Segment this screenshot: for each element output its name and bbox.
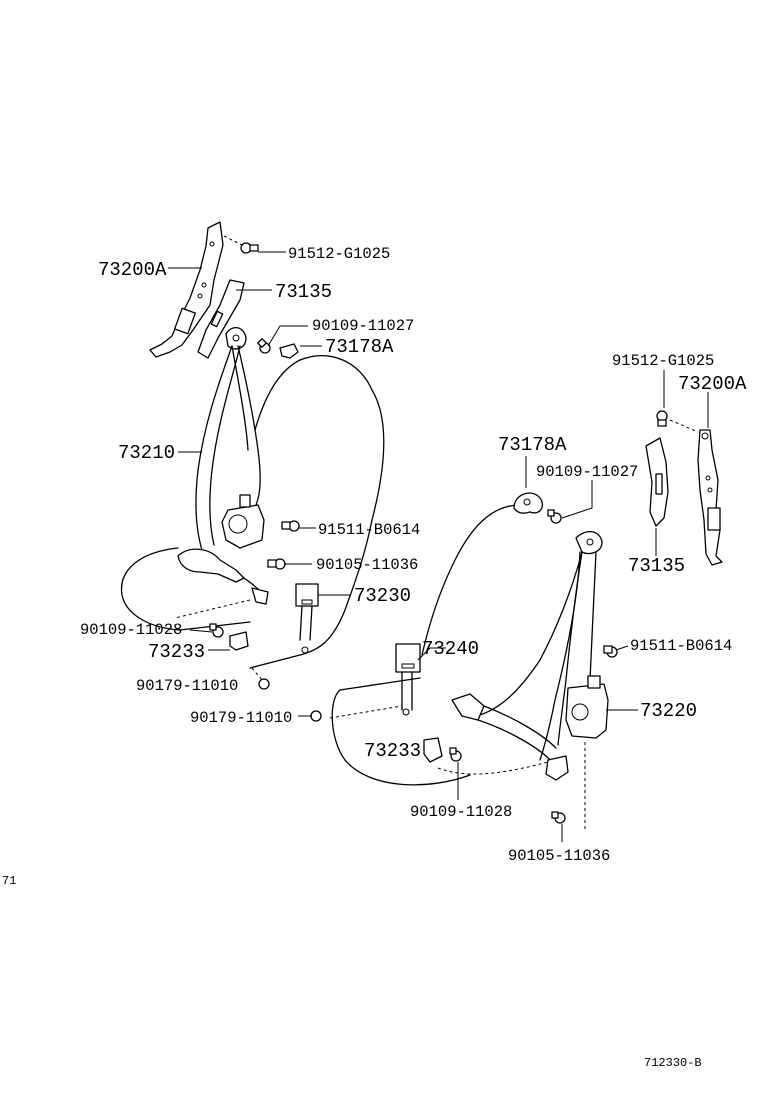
label-90109-11028-right: 90109-11028 bbox=[410, 803, 512, 821]
right-bolt-91512 bbox=[656, 410, 668, 427]
label-73200A-left: 73200A bbox=[98, 259, 167, 281]
figure-code: 712330-B bbox=[644, 1056, 702, 1070]
label-73240: 73240 bbox=[422, 638, 479, 660]
right-bolts bbox=[310, 509, 618, 824]
left-buckle-73230 bbox=[295, 583, 319, 654]
right-leader-lines bbox=[298, 370, 709, 842]
label-91512-G1025-right: 91512-G1025 bbox=[612, 352, 714, 370]
label-73220: 73220 bbox=[640, 700, 697, 722]
left-bolts bbox=[209, 338, 300, 690]
left-lap-belt bbox=[177, 548, 269, 605]
part-labels: 73200A 91512-G1025 73135 90109-11027 731… bbox=[2, 245, 747, 1070]
label-90109-11027-right: 90109-11027 bbox=[536, 463, 638, 481]
label-73178A-right: 73178A bbox=[498, 434, 567, 456]
label-90179-11010-a: 90179-11010 bbox=[136, 677, 238, 695]
label-90109-11027-left: 90109-11027 bbox=[312, 317, 414, 335]
label-73233-left: 73233 bbox=[148, 641, 205, 663]
left-anchor-plate-73200A bbox=[149, 221, 224, 358]
right-cover-73135 bbox=[645, 437, 669, 527]
label-91511-B0614-right: 91511-B0614 bbox=[630, 637, 732, 655]
label-90109-11028-left: 90109-11028 bbox=[80, 621, 182, 639]
left-leader-lines bbox=[168, 251, 350, 651]
label-73178A-left: 73178A bbox=[325, 336, 394, 358]
label-73210: 73210 bbox=[118, 442, 175, 464]
right-guide-73178A bbox=[513, 492, 544, 514]
right-retractor-73220 bbox=[475, 531, 609, 746]
right-anchor-plate-73200A bbox=[697, 429, 723, 566]
label-73135-left: 73135 bbox=[275, 281, 332, 303]
right-lap-belt bbox=[451, 693, 569, 781]
left-bolt-91512 bbox=[240, 242, 259, 254]
label-73233-right: 73233 bbox=[364, 740, 421, 762]
left-retractor-73210 bbox=[195, 327, 265, 561]
label-73200A-right: 73200A bbox=[678, 373, 747, 395]
label-90105-11036-left: 90105-11036 bbox=[316, 556, 418, 574]
left-cover-73135 bbox=[197, 279, 245, 359]
label-91511-B0614-left: 91511-B0614 bbox=[318, 521, 420, 539]
label-90105-11036-right: 90105-11036 bbox=[508, 847, 610, 865]
page-marker: 71 bbox=[2, 874, 16, 888]
left-seat-outline bbox=[120, 355, 385, 669]
label-73135-right: 73135 bbox=[628, 555, 685, 577]
label-90179-11010-b: 90179-11010 bbox=[190, 709, 292, 727]
label-91512-G1025-left: 91512-G1025 bbox=[288, 245, 390, 263]
label-73230: 73230 bbox=[354, 585, 411, 607]
